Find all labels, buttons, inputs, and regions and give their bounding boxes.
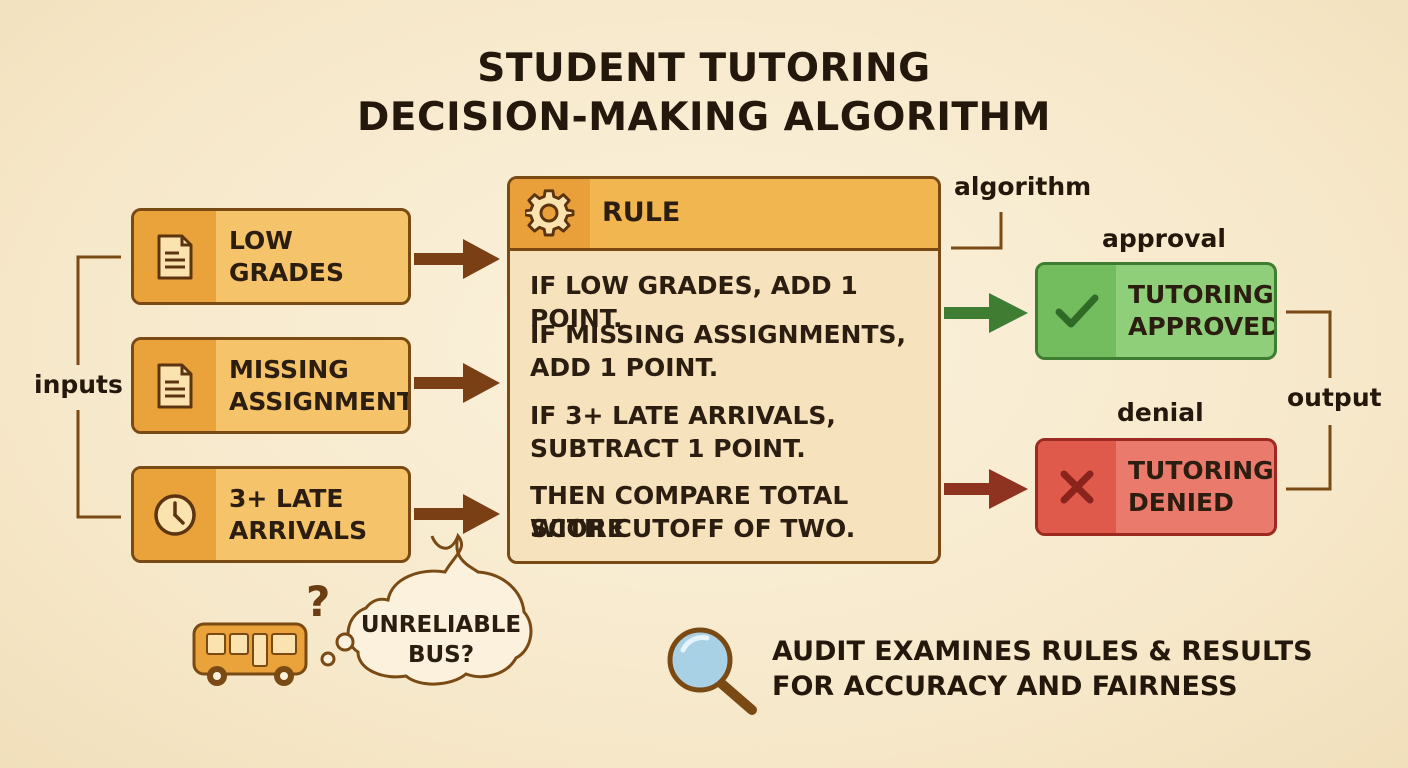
arrow-late-shaft: [414, 508, 466, 520]
rule-line: IF MISSING ASSIGNMENTS,: [530, 320, 907, 349]
denied-label-line-2: DENIED: [1128, 488, 1234, 517]
input-arrows: [414, 239, 500, 534]
rule-line: WITH CUTOFF OF TWO.: [530, 514, 856, 543]
input-label-line-1: LOW: [229, 225, 293, 255]
page-title-line-2: DECISION-MAKING ALGORITHM: [357, 95, 1051, 140]
input-label: MISSING ASSIGNMENTS: [229, 340, 408, 431]
rule-title: RULE: [602, 197, 681, 228]
arrow-denied-shaft: [944, 483, 992, 495]
input-label-line-2: ARRIVALS: [229, 515, 368, 545]
input-label-line-1: 3+ LATE: [229, 483, 344, 513]
rule-box: RULE IF LOW GRADES, ADD 1 POINT. IF MISS…: [507, 176, 941, 564]
rule-header: RULE: [510, 179, 938, 251]
x-mark-icon: [1038, 441, 1116, 533]
clock-icon: [134, 469, 216, 560]
input-label-line-1: MISSING: [229, 354, 349, 384]
tutoring-denied-box: TUTORING DENIED: [1035, 438, 1277, 536]
bubble-line-1: UNRELIABLE: [360, 612, 522, 638]
denial-label: denial: [1117, 398, 1204, 427]
arrow-low-grades-shaft: [414, 253, 466, 265]
rule-line: ADD 1 POINT.: [530, 353, 719, 382]
approved-label-line-1: TUTORING: [1128, 280, 1274, 309]
arrow-late-head: [463, 494, 500, 534]
input-label-line-2: ASSIGNMENTS: [229, 386, 408, 416]
arrow-low-grades-head: [463, 239, 500, 279]
bus-bubble-text: UNRELIABLE BUS?: [356, 610, 526, 670]
bus-icon: [192, 622, 308, 686]
approved-label: TUTORING APPROVED: [1128, 265, 1277, 357]
thought-dot-small: [320, 651, 336, 667]
input-missing-assignments: MISSING ASSIGNMENTS: [131, 337, 411, 434]
gear-icon: [510, 179, 590, 248]
arrow-missing-head: [463, 363, 500, 403]
audit-note: AUDIT EXAMINES RULES & RESULTS FOR ACCUR…: [772, 634, 1313, 704]
rule-line: IF LOW GRADES, ADD 1 POINT.: [530, 271, 858, 333]
input-label: 3+ LATE ARRIVALS: [229, 469, 402, 560]
input-late-arrivals: 3+ LATE ARRIVALS: [131, 466, 411, 563]
thought-dot-large: [335, 632, 355, 652]
rule-line: THEN COMPARE TOTAL SCORE: [530, 481, 849, 543]
inputs-bracket: [76, 255, 121, 519]
denied-label-line-1: TUTORING: [1128, 456, 1274, 485]
inputs-label: inputs: [34, 370, 123, 399]
output-bracket: [1286, 310, 1332, 491]
question-mark: ?: [306, 577, 331, 626]
arrow-approved-head: [989, 293, 1028, 333]
output-label: output: [1287, 383, 1382, 412]
input-low-grades: LOW GRADES: [131, 208, 411, 305]
arrow-approved-shaft: [944, 307, 992, 319]
approved-label-line-2: APPROVED: [1128, 312, 1277, 341]
audit-line-2: FOR ACCURACY AND FAIRNESS: [772, 671, 1238, 702]
arrow-missing-shaft: [414, 377, 466, 389]
magnifier-icon: [667, 627, 757, 715]
algorithm-label: algorithm: [954, 172, 1092, 201]
arrow-denied-head: [989, 469, 1028, 509]
input-label: LOW GRADES: [229, 211, 402, 302]
rule-line: IF 3+ LATE ARRIVALS,: [530, 401, 836, 430]
check-icon: [1038, 265, 1116, 357]
document-icon: [134, 211, 216, 302]
algorithm-bracket: [951, 212, 1003, 250]
audit-line-1: AUDIT EXAMINES RULES & RESULTS: [772, 636, 1313, 667]
rule-line: SUBTRACT 1 POINT.: [530, 434, 806, 463]
bubble-line-2: BUS?: [407, 642, 475, 668]
page-title-line-1: STUDENT TUTORING: [477, 46, 931, 91]
tutoring-approved-box: TUTORING APPROVED: [1035, 262, 1277, 360]
document-icon: [134, 340, 216, 431]
input-label-line-2: GRADES: [229, 257, 344, 287]
approval-label: approval: [1102, 224, 1226, 253]
denied-label: TUTORING DENIED: [1128, 441, 1274, 533]
